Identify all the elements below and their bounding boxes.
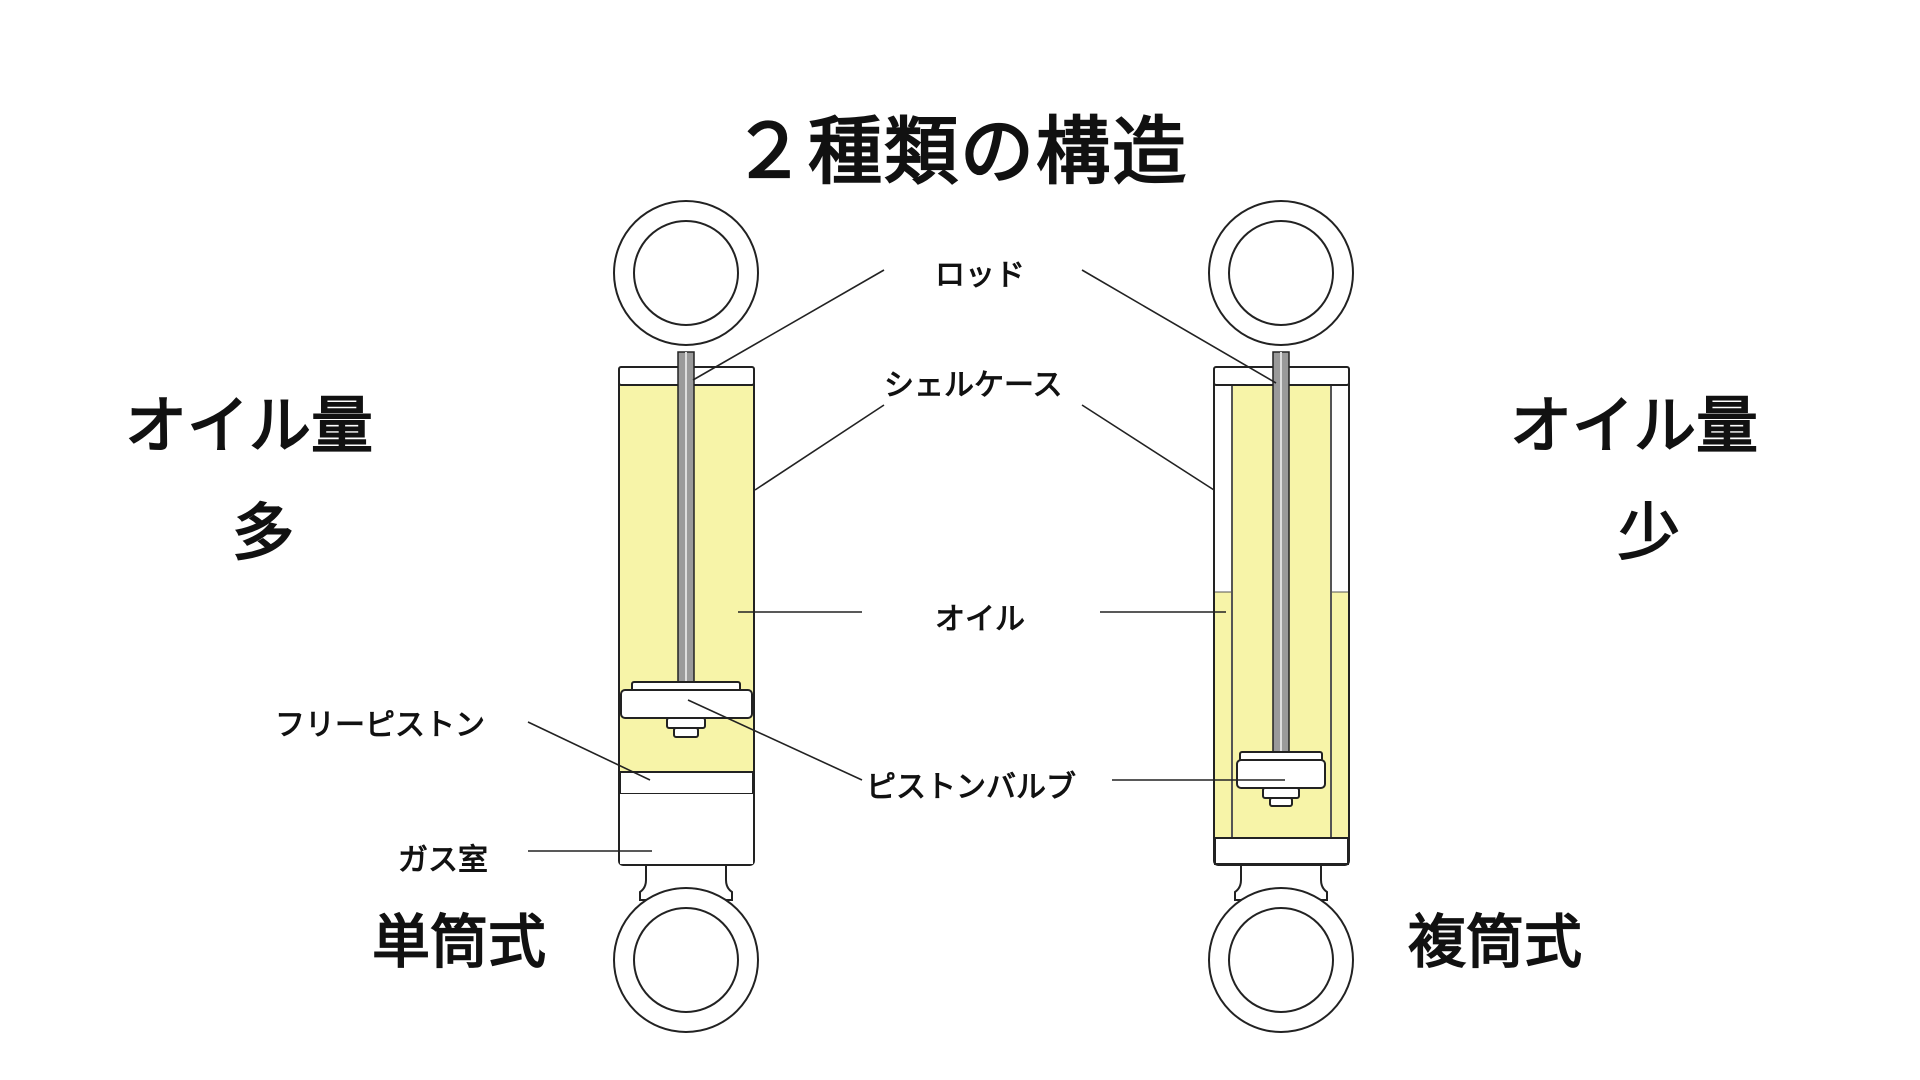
diagram-title: ２種類の構造: [732, 109, 1188, 195]
leader-shell-left: [754, 404, 885, 491]
twintube-top-eye-inner: [1228, 220, 1334, 326]
right-oil-amount-label: オイル量: [1510, 389, 1759, 462]
monotube-gas-chamber: [620, 794, 753, 864]
callout-gas-chamber: ガス室: [398, 843, 488, 878]
callout-free-piston: フリーピストン: [275, 708, 485, 743]
leader-lines: [527, 269, 1285, 852]
monotube-bottom-eye-inner: [633, 907, 739, 1013]
leader-shell-right: [1081, 404, 1215, 491]
right-type-name: 複筒式: [1408, 908, 1583, 976]
left-oil-amount-label: オイル量: [125, 389, 374, 462]
callout-shell-case: シェルケース: [884, 368, 1063, 403]
callout-piston-valve: ピストンバルブ: [866, 770, 1076, 805]
twintube-base: [1214, 837, 1349, 865]
twintube-absorber: [1208, 200, 1354, 1033]
leader-rod-left: [692, 269, 885, 381]
leader-piston-valve-left: [687, 699, 863, 781]
left-oil-amount-value: 多: [232, 496, 295, 569]
callout-oil: オイル: [935, 602, 1025, 637]
monotube-top-eye-inner: [633, 220, 739, 326]
left-type-name: 単筒式: [372, 908, 547, 976]
monotube-piston-valve: [620, 689, 753, 719]
leader-free-piston: [527, 721, 651, 781]
monotube-absorber: [613, 200, 759, 1033]
callout-rod: ロッド: [935, 258, 1025, 293]
twintube-bottom-eye-inner: [1228, 907, 1334, 1013]
leader-rod-right: [1081, 269, 1277, 384]
twintube-piston-valve: [1236, 759, 1326, 789]
right-oil-amount-value: 少: [1618, 496, 1681, 569]
